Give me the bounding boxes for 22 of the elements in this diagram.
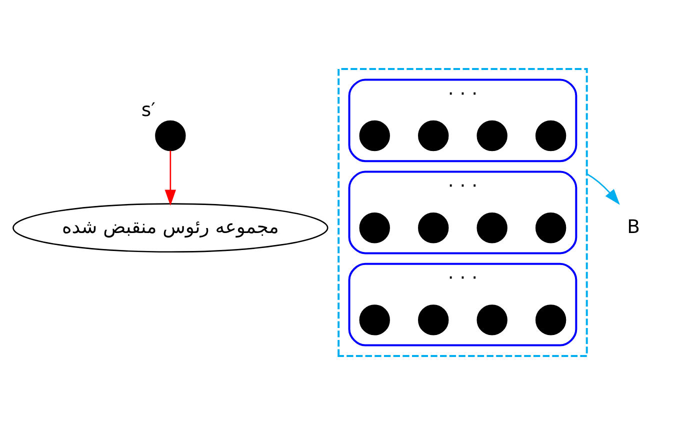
node-circle [476, 212, 508, 244]
cluster [338, 68, 588, 357]
node-circle [418, 120, 449, 152]
node-circle [535, 212, 566, 244]
node-circle [476, 304, 508, 336]
node-text: B [627, 216, 640, 238]
node-ellipse: مجموعه رئوس منقبض شده [12, 203, 328, 253]
node-circle [359, 212, 390, 244]
node-circle [476, 120, 508, 152]
node-circle [418, 212, 449, 244]
node-circle [535, 120, 566, 152]
cluster: · · · [348, 262, 578, 346]
node-circle [359, 304, 390, 336]
node-label: s′ [141, 100, 156, 121]
node-circle [359, 120, 390, 152]
arrow [164, 150, 176, 206]
node-circle [155, 120, 186, 152]
node-circle [418, 304, 449, 336]
node-circle [535, 304, 566, 336]
cluster: · · · [348, 170, 578, 254]
cluster: · · · [348, 78, 578, 162]
arrow [586, 173, 620, 205]
